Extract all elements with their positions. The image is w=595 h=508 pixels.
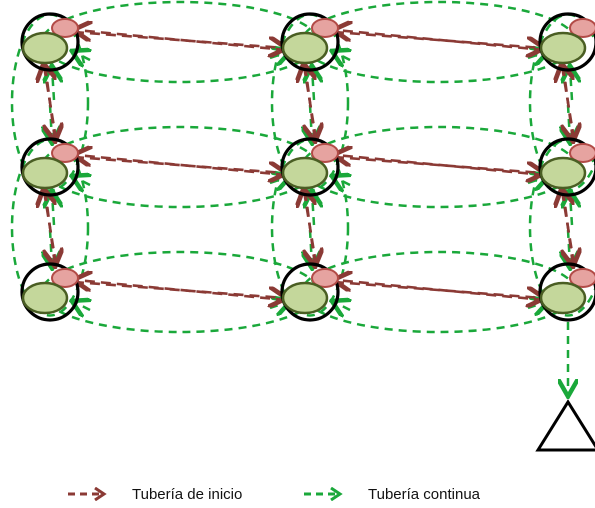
node [280, 12, 340, 72]
legend-start-pipe-label: Tubería de inicio [132, 485, 243, 503]
start-pipe-arrow [73, 30, 284, 48]
continuous-node-marker [281, 31, 329, 65]
continuous-node-marker [281, 281, 329, 315]
continuous-pipe-arrow [52, 193, 54, 226]
node-outer-ring [20, 137, 80, 197]
start-pipe-arrow [304, 191, 318, 265]
start-pipe-arrow [73, 280, 284, 298]
start-pipe-arrow [562, 191, 576, 265]
continuous-pipe-arrow [570, 193, 572, 226]
legend-continuous-pipe: Tubería continua [302, 482, 480, 506]
start-pipe-arrow [562, 66, 576, 140]
start-pipe-arrow [76, 155, 287, 177]
continuous-node-marker [539, 31, 587, 65]
node-outer-ring [538, 137, 595, 197]
start-node-marker [311, 268, 339, 288]
node-outer-ring [280, 137, 340, 197]
nodes [20, 12, 595, 322]
sink-triangle-icon [535, 399, 595, 452]
continuous-pipe-arrow-icon [304, 487, 343, 501]
start-pipe-arrow [333, 30, 542, 48]
start-pipe-arrow [44, 191, 58, 265]
continuous-pipe-loop [300, 125, 578, 209]
continuous-pipe-arrow [570, 68, 572, 101]
continuous-pipe-arrow [312, 193, 314, 226]
start-pipe-arrow [76, 30, 287, 52]
node [280, 262, 340, 322]
continuous-pipe-loop [300, 250, 578, 334]
node [280, 137, 340, 197]
continuous-node-marker [539, 281, 587, 315]
start-node-marker [569, 18, 595, 38]
start-pipe-edges [44, 30, 574, 300]
continuous-pipe-loop [40, 0, 320, 84]
start-node-marker [51, 143, 79, 163]
start-pipe-arrow [333, 155, 542, 173]
node-outer-ring [280, 262, 340, 322]
node [20, 12, 80, 72]
start-pipe-arrow [304, 66, 318, 140]
node-outer-ring [538, 262, 595, 322]
start-node-marker [311, 143, 339, 163]
continuous-pipe-arrow [52, 68, 54, 101]
pipeline-diagram [10, 0, 595, 452]
legend-start-pipe: Tubería de inicio [66, 482, 242, 506]
legend-continuous-pipe-label: Tubería continua [368, 485, 481, 503]
start-pipe-arrow [333, 280, 542, 298]
start-node-marker [51, 18, 79, 38]
start-pipe-arrow [44, 66, 58, 140]
node [538, 12, 595, 72]
node [20, 137, 80, 197]
continuous-node-marker [281, 156, 329, 190]
node [538, 262, 595, 322]
node [20, 262, 80, 322]
continuous-pipe-loop [300, 0, 578, 84]
start-pipe-arrow [73, 155, 284, 173]
continuous-node-marker [21, 31, 69, 65]
start-pipe-arrow [336, 280, 545, 302]
start-pipe-arrow [336, 30, 545, 52]
node-outer-ring [538, 12, 595, 72]
start-node-marker [569, 143, 595, 163]
continuous-pipe-arrow [312, 68, 314, 101]
start-pipe-arrow-icon [68, 487, 107, 501]
sink [535, 399, 595, 452]
start-node-marker [569, 268, 595, 288]
start-pipe-arrow [336, 155, 545, 177]
start-pipe-arrow [76, 280, 287, 302]
continuous-node-marker [539, 156, 587, 190]
start-node-marker [51, 268, 79, 288]
continuous-node-marker [21, 156, 69, 190]
node [538, 137, 595, 197]
node-outer-ring [20, 262, 80, 322]
node-outer-ring [20, 12, 80, 72]
node-outer-ring [280, 12, 340, 72]
continuous-node-marker [21, 281, 69, 315]
start-node-marker [311, 18, 339, 38]
